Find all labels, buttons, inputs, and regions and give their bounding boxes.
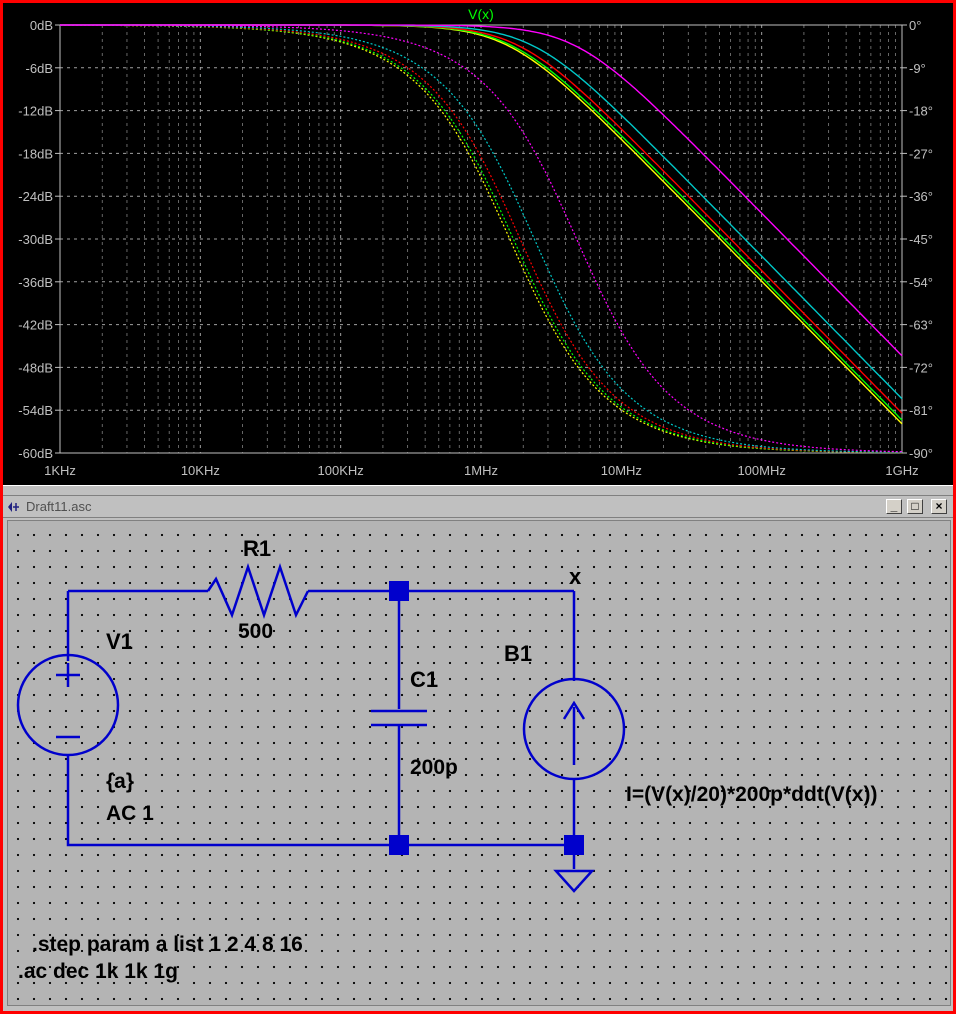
y-right-tick-label: -81° (909, 403, 933, 418)
v1-value-ac[interactable]: AC 1 (106, 802, 154, 825)
capacitor-c1-symbol[interactable] (371, 709, 427, 727)
step-directive[interactable]: .step param a list 1 2 4 8 16 (32, 933, 303, 956)
trace-label-vx[interactable]: V(x) (468, 6, 494, 22)
y-left-tick-label: -60dB (18, 446, 53, 461)
x-tick-label: 1KHz (44, 463, 76, 478)
v1-name-label[interactable]: V1 (106, 629, 133, 654)
y-left-tick-label: 0dB (30, 18, 53, 33)
r1-name-label[interactable]: R1 (243, 536, 272, 561)
window-title: Draft11.asc (26, 499, 92, 514)
y-left-tick-label: -54dB (18, 403, 53, 418)
y-left-tick-label: -42dB (18, 318, 53, 333)
minimize-button[interactable]: _ (886, 499, 902, 514)
junction-c1-bottom[interactable] (389, 835, 409, 855)
ground-symbol[interactable] (553, 869, 595, 893)
wire-v1-bottom[interactable] (66, 755, 574, 847)
b1-expression-label[interactable]: I=(V(x)/20)*200p*ddt(V(x)) (626, 783, 878, 806)
junction-top[interactable] (389, 581, 409, 601)
ltspice-app-icon (8, 502, 19, 512)
y-left-tick-label: -12dB (18, 104, 53, 119)
y-right-tick-label: -54° (909, 275, 933, 290)
maximize-button[interactable]: □ (907, 499, 923, 514)
y-right-tick-label: -18° (909, 104, 933, 119)
y-right-tick-label: -72° (909, 360, 933, 375)
v1-plus-sign (56, 663, 80, 687)
waveform-plot-pane[interactable]: 0dB -6dB -12dB -18dB -24dB -30dB -36dB -42dB -48… (3, 3, 953, 485)
y-right-tick-label: -27° (909, 146, 933, 161)
y-right-tick-label: -9° (909, 61, 926, 76)
y-left-tick-label: -48dB (18, 360, 53, 375)
b1-name-label[interactable]: B1 (504, 641, 533, 666)
y-left-tick-label: -24dB (18, 189, 53, 204)
net-label-x[interactable]: x (569, 564, 582, 589)
magnitude-trace-1[interactable] (60, 24, 903, 425)
schematic-canvas[interactable]: R1 500 x V1 {a} AC 1 C1 200p B1 I=(V(x)/… (7, 520, 951, 1006)
ac-directive[interactable]: .ac dec 1k 1k 1g (18, 960, 178, 983)
y-right-tick-label: -90° (909, 446, 933, 461)
x-tick-label: 100KHz (318, 463, 364, 478)
r1-value-label[interactable]: 500 (238, 620, 274, 643)
waveform-plot[interactable]: 0dB -6dB -12dB -18dB -24dB -30dB -36dB -42dB -48… (3, 3, 953, 485)
pane-splitter[interactable] (3, 485, 953, 496)
x-tick-label: 10MHz (601, 463, 642, 478)
phase-trace-5[interactable] (60, 24, 903, 453)
junction-ground[interactable] (564, 835, 584, 855)
b1-arrow-head (562, 700, 586, 720)
resistor-r1-symbol[interactable] (206, 563, 310, 619)
y-left-tick-label: -36dB (18, 275, 53, 290)
y-left-tick-label: -18dB (18, 146, 53, 161)
schematic-drawing[interactable] (8, 521, 952, 1007)
schematic-window: Draft11.asc _ □ × (3, 496, 953, 1011)
c1-name-label[interactable]: C1 (410, 667, 439, 692)
close-button[interactable]: × (931, 499, 947, 514)
y-left-tick-label: -6dB (26, 61, 53, 76)
x-tick-label: 1MHz (464, 463, 498, 478)
x-tick-label: 1GHz (885, 463, 918, 478)
x-tick-label: 100MHz (737, 463, 785, 478)
x-tick-label: 10KHz (181, 463, 220, 478)
y-right-tick-label: 0° (909, 18, 921, 33)
y-right-tick-label: -63° (909, 318, 933, 333)
y-right-tick-label: -36° (909, 189, 933, 204)
y-right-tick-label: -45° (909, 232, 933, 247)
y-left-tick-label: -30dB (18, 232, 53, 247)
schematic-titlebar[interactable]: Draft11.asc _ □ × (3, 496, 953, 518)
c1-value-label[interactable]: 200p (410, 756, 458, 779)
v1-value-param[interactable]: {a} (106, 770, 135, 793)
